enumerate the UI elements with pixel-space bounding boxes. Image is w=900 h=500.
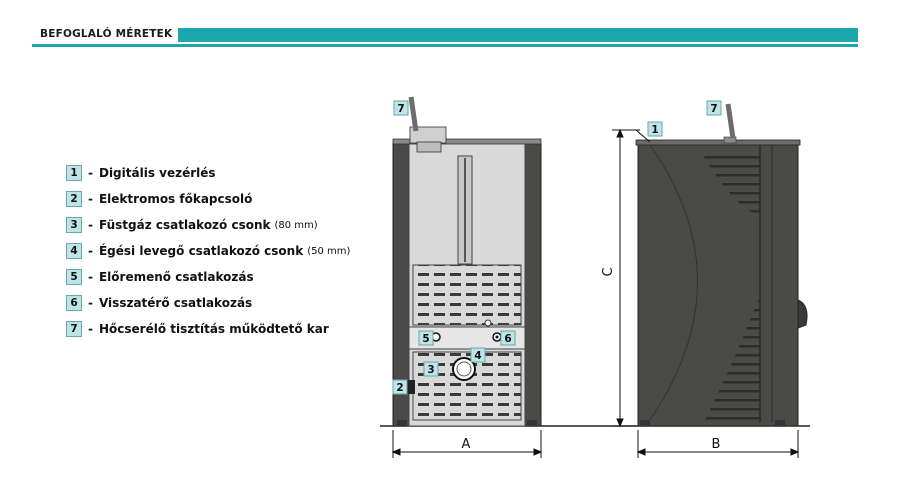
side-foot-right (775, 420, 785, 426)
legend-number-box: 3 (66, 217, 82, 233)
legend-label: Égési levegő csatlakozó csonk (98, 244, 304, 258)
stove-back-view (392, 96, 542, 427)
legend-dash: - (88, 192, 93, 206)
legend-dash: - (88, 296, 93, 310)
legend-size-note: (80 mm) (274, 219, 318, 231)
flue-gas-outlet (452, 357, 476, 381)
legend-item: 6 - Visszatérő csatlakozás (66, 290, 350, 316)
back-view-top-plate (392, 138, 542, 145)
marker-7-back: 7 (393, 100, 409, 116)
side-foot-left (640, 420, 650, 426)
legend-number-box: 1 (66, 165, 82, 181)
legend-label: Hőcserélő tisztítás működtető kar (98, 322, 329, 336)
upper-port (484, 319, 492, 327)
legend-number-box: 7 (66, 321, 82, 337)
side-contour (649, 144, 698, 421)
dimension-c (612, 128, 640, 428)
lever-mount (416, 141, 442, 153)
svg-text:3: 3 (427, 364, 434, 376)
legend-item: 2 - Elektromos főkapcsoló (66, 186, 350, 212)
flue-gas-outlet-inner (456, 361, 472, 377)
legend-number-box: 2 (66, 191, 82, 207)
legend-item: 5 - Előremenő csatlakozás (66, 264, 350, 290)
legend-number-box: 6 (66, 295, 82, 311)
marker-1: 1 (647, 121, 663, 137)
legend-label: Visszatérő csatlakozás (98, 296, 253, 310)
side-vent-upper (700, 150, 760, 215)
svg-text:2: 2 (396, 382, 403, 394)
legend: 1 - Digitális vezérlés 2 - Elektromos fő… (66, 160, 350, 342)
dimension-a (391, 430, 543, 458)
marker-7-side: 7 (706, 100, 722, 116)
legend-label: Előremenő csatlakozás (98, 270, 254, 284)
side-cleaning-lever (725, 103, 736, 139)
legend-label: Digitális vezérlés (98, 166, 216, 180)
svg-text:6: 6 (504, 333, 511, 345)
marker-3: 3 (423, 361, 439, 377)
legend-number-box: 5 (66, 269, 82, 285)
marker-2: 2 (392, 379, 408, 395)
legend-dash: - (88, 244, 93, 258)
svg-text:1: 1 (651, 124, 658, 136)
svg-text:4: 4 (474, 350, 481, 362)
legend-item: 7 - Hőcserélő tisztítás működtető kar (66, 316, 350, 342)
legend-item: 4 - Égési levegő csatlakozó csonk (50 mm… (66, 238, 350, 264)
legend-size-note: (50 mm) (307, 245, 351, 257)
marker-1-leader (635, 129, 651, 143)
dimension-b (636, 430, 800, 458)
cleaning-lever (408, 96, 419, 132)
upper-vent-grille (412, 264, 522, 326)
door-handle (797, 299, 808, 329)
dimension-c-label: C (601, 267, 616, 276)
legend-number-box: 4 (66, 243, 82, 259)
header-underline (32, 44, 858, 47)
side-lever-base (723, 136, 737, 144)
legend-item: 3 - Füstgáz csatlakozó csonk (80 mm) (66, 212, 350, 238)
back-foot-left (397, 420, 407, 426)
legend-dash: - (88, 322, 93, 336)
svg-text:7: 7 (397, 103, 404, 115)
svg-text:5: 5 (422, 333, 429, 345)
section-title: BEFOGLALÓ MÉRETEK (40, 28, 173, 40)
marker-4: 4 (470, 347, 486, 363)
marker-5: 5 (418, 330, 434, 346)
legend-dash: - (88, 270, 93, 284)
return-connection-center (495, 335, 499, 339)
legend-dash: - (88, 166, 93, 180)
main-switch (407, 380, 415, 394)
legend-dash: - (88, 218, 93, 232)
dimension-a-label: A (462, 437, 471, 452)
back-foot-right (527, 420, 537, 426)
header-accent-bar (178, 28, 858, 42)
legend-label: Elektromos főkapcsoló (98, 192, 253, 206)
svg-text:7: 7 (710, 103, 717, 115)
legend-label: Füstgáz csatlakozó csonk (98, 218, 271, 232)
side-view-top (635, 139, 801, 146)
dimension-b-label: B (712, 437, 721, 452)
side-view-body (637, 142, 799, 427)
stove-side-view (635, 103, 808, 427)
side-vent-lower (705, 295, 760, 420)
marker-6: 6 (500, 330, 516, 346)
legend-item: 1 - Digitális vezérlés (66, 160, 350, 186)
